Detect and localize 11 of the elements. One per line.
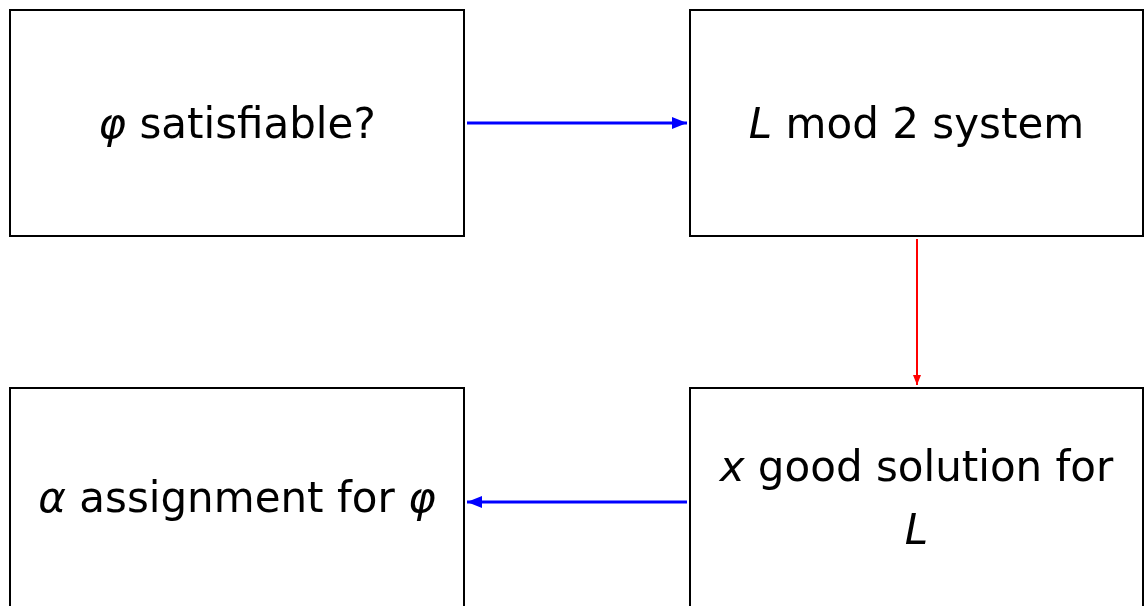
box-label: φ satisfiable? — [98, 97, 376, 150]
arrow — [467, 496, 687, 508]
box-label: x good solution for L — [718, 440, 1115, 556]
process-box — [689, 9, 1144, 237]
box-label: L mod 2 system — [748, 97, 1085, 150]
arrow — [913, 238, 921, 386]
box-label: α assignment for φ — [38, 472, 436, 524]
process-box — [689, 387, 1144, 606]
process-box — [9, 9, 465, 237]
arrow — [467, 117, 687, 129]
process-box — [9, 387, 465, 606]
